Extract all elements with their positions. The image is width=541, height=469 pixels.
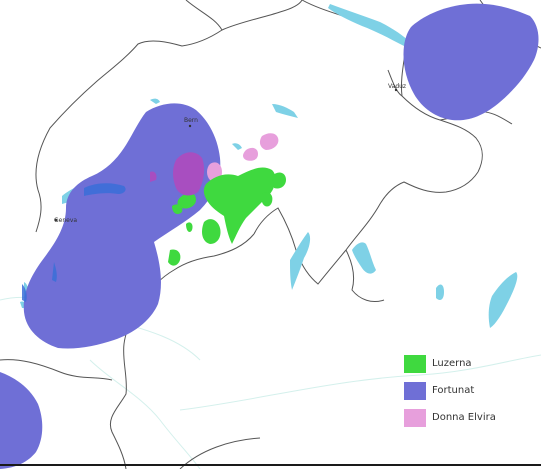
fortunat-regions xyxy=(0,3,539,469)
map-legend: Luzerna Fortunat Donna Elvira xyxy=(404,352,496,433)
city-label-bern: Bern xyxy=(184,117,198,124)
legend-item-donna-elvira: Donna Elvira xyxy=(404,406,496,429)
geneva-marker xyxy=(54,218,58,222)
legend-label-fortunat: Fortunat xyxy=(432,385,475,396)
legend-label-donna-elvira: Donna Elvira xyxy=(432,412,496,423)
legend-label-luzerna: Luzerna xyxy=(432,358,472,369)
bern-marker xyxy=(188,124,192,128)
city-label-geneva: Geneva xyxy=(54,217,77,224)
city-label-vaduz: Vaduz xyxy=(388,83,406,90)
legend-swatch-donna-elvira xyxy=(404,408,426,427)
luzerna-regions xyxy=(168,167,286,266)
city-markers xyxy=(54,88,398,222)
overlap-region xyxy=(150,152,205,196)
lake-overlay xyxy=(22,183,126,302)
legend-swatch-fortunat xyxy=(404,381,426,400)
bottom-border xyxy=(0,464,541,466)
legend-item-fortunat: Fortunat xyxy=(404,379,496,402)
legend-swatch-luzerna xyxy=(404,354,426,373)
vaduz-marker xyxy=(394,88,398,92)
legend-item-luzerna: Luzerna xyxy=(404,352,496,375)
